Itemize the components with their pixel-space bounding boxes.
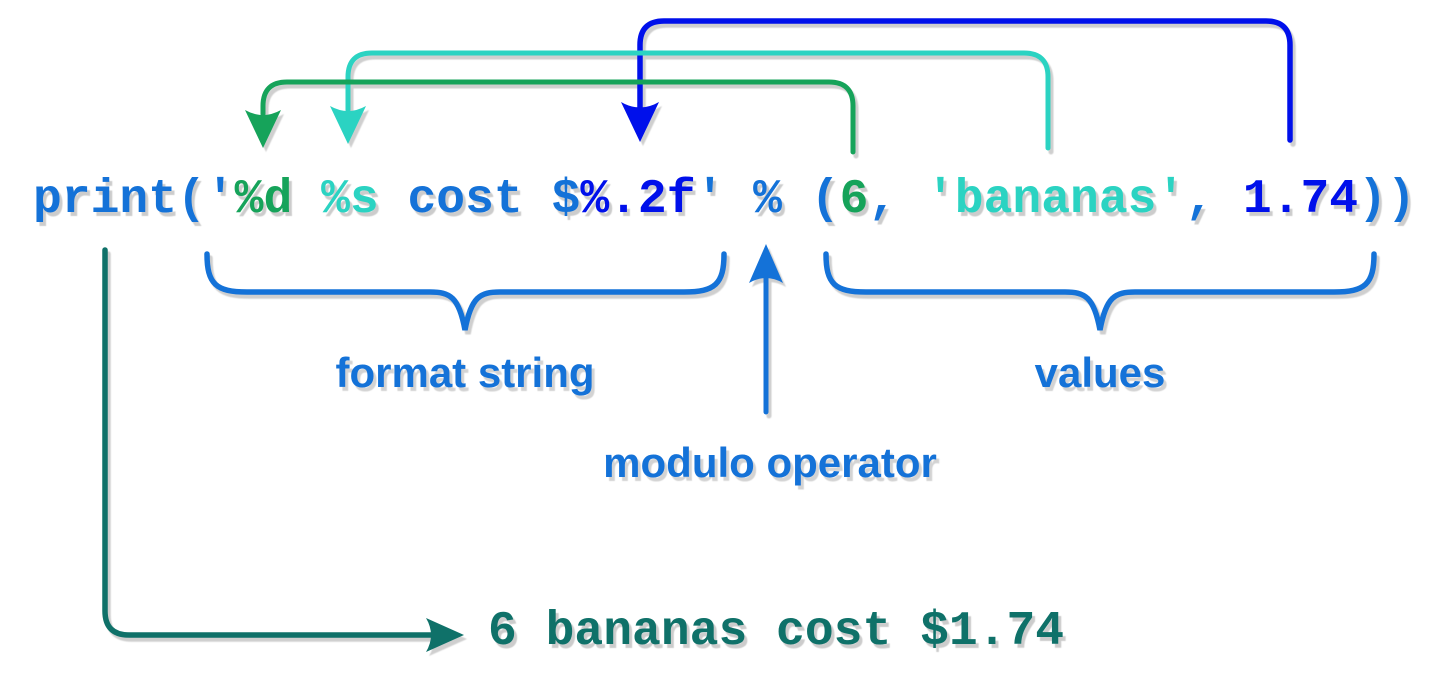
code-literal-cost: cost $ (378, 173, 581, 227)
arc-string-value-to-spec (330, 50, 1051, 151)
code-value-str: 'bananas' (925, 173, 1186, 227)
code-format-spec-float: %.2f (580, 173, 696, 227)
code-close-parens: )) (1358, 173, 1416, 227)
label-modulo-operator: modulo operator (603, 439, 937, 486)
arc-float-value-to-spec (621, 18, 1293, 143)
code-comma-2: , (1185, 173, 1243, 227)
code-value-float: 1.74 (1242, 173, 1359, 227)
brace-format-string (204, 251, 727, 331)
code-quote-modulo-paren: ' % ( (695, 173, 840, 227)
label-format-string: format string (335, 349, 595, 396)
arrowhead-right-icon (426, 618, 464, 652)
modulo-operator-pointer (749, 244, 783, 415)
label-values: values (1034, 349, 1166, 396)
output-text: 6 bananas cost $1.74 (488, 605, 1065, 659)
code-space-1 (292, 173, 321, 227)
arrowhead-down-icon (621, 102, 659, 142)
arrowhead-down-icon (245, 110, 281, 148)
code-value-int: 6 (839, 173, 869, 227)
code-format-spec-int: %d (234, 173, 293, 227)
arrowhead-up-icon (749, 244, 783, 283)
code-line: print('%d %s cost $%.2f' % (6, 'bananas'… (33, 176, 1416, 224)
output-flow-connector (102, 247, 464, 652)
arc-int-value-to-spec (245, 79, 856, 155)
code-format-spec-str: %s (321, 173, 379, 227)
code-print-open: print(' (33, 173, 235, 227)
arrowhead-down-icon (330, 106, 366, 144)
code-comma-1: , (868, 173, 926, 227)
brace-values (823, 251, 1377, 331)
